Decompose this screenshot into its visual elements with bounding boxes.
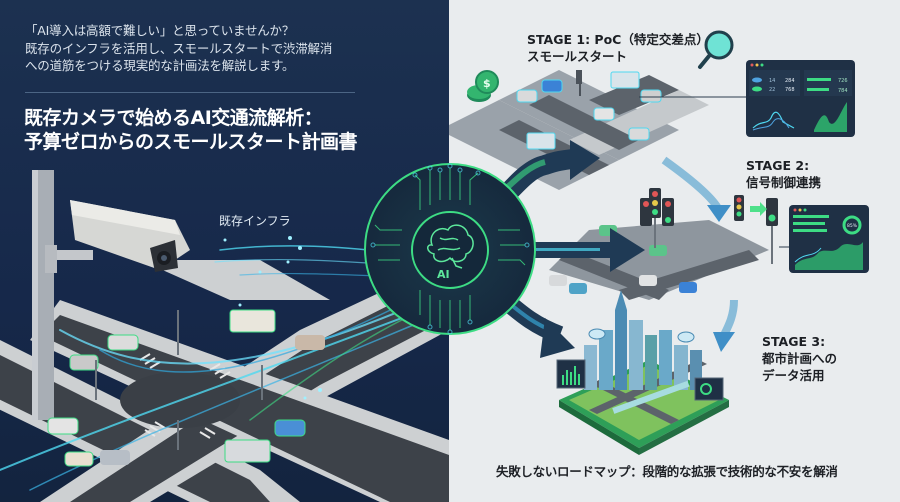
intersection-illustration [0,170,449,502]
money-coins-icon: $ [467,70,499,102]
title-line-1: 既存カメラで始めるAI交通流解析： [24,107,323,129]
dash1-bar-1: 726 [838,78,848,84]
stage-2-label: STAGE 2: 信号制御連携 [746,157,821,191]
divider [25,92,355,93]
stages-illustration: $ 14 284 22 768 726 784 [449,30,869,455]
stage-3-label: STAGE 3: 都市計画への データ活用 [762,333,837,384]
dash1-value-2: 284 [785,78,795,84]
intro-line: への道筋をつける現実的な計画法を解説します。 [25,58,295,73]
stage-3-subheading-2: データ活用 [762,368,825,383]
intro-text: 「AI導入は高額で難しい」と思っていませんか？ 既存のインフラを活用し、スモール… [25,22,365,75]
right-panel: STAGE 1: PoC（特定交差点） スモールスタート STAGE 2: 信号… [449,0,900,502]
infra-label: 既存インフラ [219,214,291,228]
stage-3-subheading: 都市計画への [762,351,838,366]
dash1-value-1: 14 [769,78,775,84]
magnifying-glass-icon [698,30,734,69]
stage-3-heading: STAGE 3: [762,334,826,349]
stage-1-heading: STAGE 1: PoC（特定交差点） [527,32,709,47]
left-panel: 「AI導入は高額で難しい」と思っていませんか？ 既存のインフラを活用し、スモール… [0,0,449,502]
stage-2-subheading: 信号制御連携 [746,175,822,190]
dash2-donut-value: 85% [847,223,858,229]
dashboard-1 [746,60,855,137]
stage-1-subheading: スモールスタート [527,49,628,64]
dash1-bar-2: 784 [838,88,848,94]
intro-line: 既存のインフラを活用し、スモールスタートで渋滞解消 [25,40,333,56]
stage-2-intersection [549,188,778,300]
dash1-value-3: 22 [769,87,775,93]
title-line-2: 予算ゼロからのスモールスタート計画書 [24,131,358,153]
stage-1-label: STAGE 1: PoC（特定交差点） スモールスタート [527,31,709,65]
stage-3-city [556,290,729,455]
dash1-value-4: 768 [785,87,795,93]
stage-2-heading: STAGE 2: [746,158,810,173]
page-title: 既存カメラで始めるAI交通流解析： 予算ゼロからのスモールスタート計画書 [24,106,358,154]
roadmap-caption: 失敗しないロードマップ：段階的な拡張で技術的な不安を解消 [496,464,838,479]
svg-text:$: $ [483,77,491,90]
dashboard-2 [789,205,869,273]
intro-line: 「AI導入は高額で難しい」と思っていませんか？ [25,23,295,38]
